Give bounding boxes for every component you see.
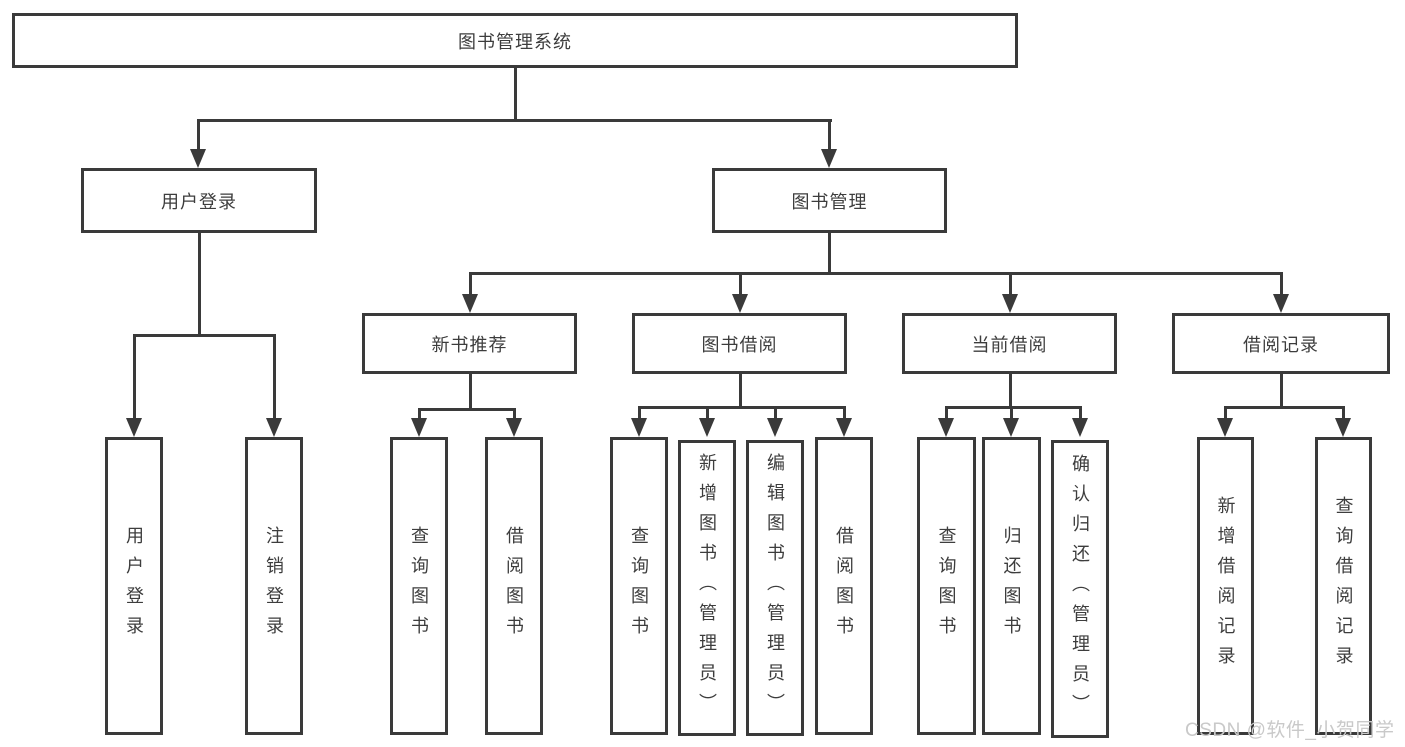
- connector-vline: [1280, 374, 1283, 409]
- connector-vline: [198, 233, 201, 337]
- connector-vline: [739, 272, 742, 299]
- leaf-logout: 注销登录: [245, 437, 303, 735]
- arrow-down-icon: [732, 294, 748, 313]
- arrow-down-icon: [126, 418, 142, 437]
- connector-vline: [1079, 406, 1082, 422]
- arrow-down-icon: [190, 149, 206, 168]
- connector-hline: [638, 406, 846, 409]
- leaf-add-borrow-record: 新增借阅记录: [1197, 437, 1254, 735]
- arrow-down-icon: [506, 418, 522, 437]
- arrow-down-icon: [1273, 294, 1289, 313]
- node-user-login-label: 用户登录: [161, 191, 237, 212]
- arrow-down-icon: [699, 418, 715, 437]
- connector-vline: [1224, 406, 1227, 422]
- connector-vline: [514, 67, 517, 122]
- leaf-add-book-admin-label: 新增图书（管理员）: [697, 453, 717, 723]
- node-borrowing-records-label: 借阅记录: [1243, 334, 1319, 355]
- connector-vline: [828, 119, 831, 151]
- node-new-book-recommendation-label: 新书推荐: [431, 334, 508, 355]
- connector-hline: [945, 406, 1082, 409]
- arrow-down-icon: [821, 149, 837, 168]
- node-book-borrowing-label: 图书借阅: [701, 334, 778, 355]
- arrow-down-icon: [266, 418, 282, 437]
- connector-vline: [945, 406, 948, 422]
- csdn-watermark: CSDN @软件_小贺同学: [1185, 720, 1395, 741]
- connector-vline: [774, 406, 777, 422]
- leaf-query-books-recommend-label: 查询图书: [409, 526, 429, 646]
- leaf-query-books-current: 查询图书: [917, 437, 976, 735]
- leaf-add-borrow-record-label: 新增借阅记录: [1215, 496, 1236, 676]
- connector-vline: [197, 119, 200, 151]
- leaf-add-book-admin: 新增图书（管理员）: [678, 440, 736, 736]
- connector-vline: [133, 334, 136, 419]
- node-book-management-label: 图书管理: [791, 191, 868, 212]
- leaf-query-books-borrowing-label: 查询图书: [629, 526, 649, 646]
- arrow-down-icon: [1217, 418, 1233, 437]
- connector-vline: [706, 406, 709, 422]
- connector-vline: [513, 408, 516, 422]
- leaf-user-login-label: 用户登录: [124, 526, 144, 646]
- connector-hline: [418, 408, 516, 411]
- node-book-borrowing: 图书借阅: [632, 313, 847, 374]
- arrow-down-icon: [1335, 418, 1351, 437]
- node-book-management-system-label: 图书管理系统: [458, 31, 572, 52]
- connector-vline: [1009, 272, 1012, 299]
- connector-vline: [469, 272, 472, 299]
- arrow-down-icon: [836, 418, 852, 437]
- arrow-down-icon: [631, 418, 647, 437]
- connector-vline: [1342, 406, 1345, 422]
- connector-vline: [843, 406, 846, 422]
- connector-hline: [469, 272, 1283, 275]
- leaf-query-borrow-record-label: 查询借阅记录: [1333, 496, 1354, 676]
- leaf-return-books-label: 归还图书: [1001, 526, 1022, 646]
- node-current-borrowing: 当前借阅: [902, 313, 1117, 374]
- leaf-query-books-borrowing: 查询图书: [610, 437, 668, 735]
- arrow-down-icon: [1002, 294, 1018, 313]
- arrow-down-icon: [767, 418, 783, 437]
- leaf-confirm-return-admin: 确认归还（管理员）: [1051, 440, 1109, 738]
- arrow-down-icon: [462, 294, 478, 313]
- leaf-logout-label: 注销登录: [264, 526, 284, 646]
- leaf-query-books-recommend: 查询图书: [390, 437, 448, 735]
- node-book-management: 图书管理: [712, 168, 947, 233]
- connector-hline: [1224, 406, 1345, 409]
- leaf-query-books-current-label: 查询图书: [936, 526, 957, 646]
- leaf-edit-book-admin-label: 编辑图书（管理员）: [765, 453, 785, 723]
- node-book-management-system: 图书管理系统: [12, 13, 1018, 68]
- connector-vline: [418, 408, 421, 422]
- leaf-query-borrow-record: 查询借阅记录: [1315, 437, 1372, 735]
- node-current-borrowing-label: 当前借阅: [971, 334, 1048, 355]
- connector-vline: [1010, 406, 1013, 422]
- leaf-user-login: 用户登录: [105, 437, 163, 735]
- connector-vline: [1009, 374, 1012, 409]
- arrow-down-icon: [938, 418, 954, 437]
- connector-vline: [638, 406, 641, 422]
- connector-vline: [1280, 272, 1283, 299]
- leaf-return-books: 归还图书: [982, 437, 1041, 735]
- leaf-edit-book-admin: 编辑图书（管理员）: [746, 440, 804, 736]
- leaf-confirm-return-admin-label: 确认归还（管理员）: [1070, 454, 1090, 724]
- leaf-borrow-books-borrowing-label: 借阅图书: [834, 526, 854, 646]
- connector-vline: [273, 334, 276, 419]
- arrow-down-icon: [1072, 418, 1088, 437]
- node-borrowing-records: 借阅记录: [1172, 313, 1390, 374]
- arrow-down-icon: [1003, 418, 1019, 437]
- leaf-borrow-books-recommend: 借阅图书: [485, 437, 543, 735]
- connector-vline: [828, 233, 831, 275]
- connector-vline: [739, 374, 742, 409]
- arrow-down-icon: [411, 418, 427, 437]
- leaf-borrow-books-recommend-label: 借阅图书: [504, 526, 524, 646]
- connector-vline: [469, 374, 472, 411]
- connector-hline: [133, 334, 276, 337]
- connector-hline: [197, 119, 832, 122]
- leaf-borrow-books-borrowing: 借阅图书: [815, 437, 873, 735]
- node-user-login: 用户登录: [81, 168, 317, 233]
- node-new-book-recommendation: 新书推荐: [362, 313, 577, 374]
